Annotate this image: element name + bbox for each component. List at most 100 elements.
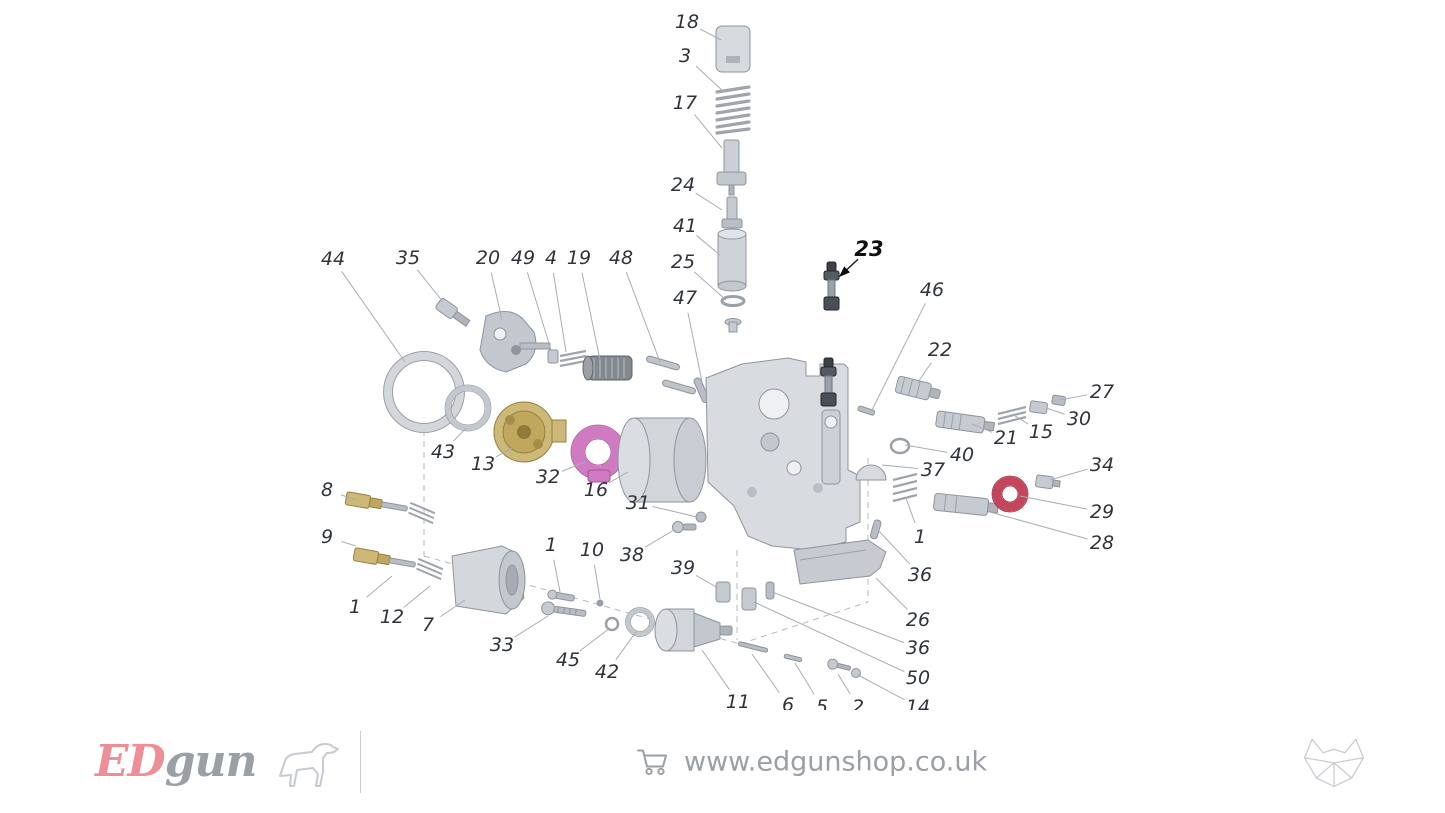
construction-lines xyxy=(423,430,869,645)
callout-leader xyxy=(615,631,637,661)
part-5-pin xyxy=(783,653,803,663)
callout-label: 1 xyxy=(914,526,926,548)
callout-11: 11 xyxy=(701,649,750,710)
callout-leader xyxy=(700,28,722,41)
callout-leader xyxy=(971,423,993,433)
part-11-probe xyxy=(654,608,733,652)
callout-label: 1 xyxy=(545,534,557,556)
part-18-cap xyxy=(715,25,751,73)
part-42-oring xyxy=(625,607,655,637)
callout-leader xyxy=(838,258,859,277)
shopping-cart-icon xyxy=(637,749,667,776)
callout-leader xyxy=(871,303,926,411)
part-35-screw xyxy=(435,298,471,327)
callout-9: 9 xyxy=(321,526,357,548)
callout-3: 3 xyxy=(679,45,725,93)
callout-17: 17 xyxy=(673,92,723,149)
callout-label: 47 xyxy=(673,287,697,309)
callout-label: 36 xyxy=(906,637,930,659)
callout-leader xyxy=(771,591,905,644)
callout-label: 12 xyxy=(380,606,404,628)
callout-leader xyxy=(989,511,1088,540)
callout-leader xyxy=(625,271,661,363)
callout-label: 14 xyxy=(906,696,930,710)
part-33-screw xyxy=(541,601,587,617)
callout-label: 25 xyxy=(671,251,695,273)
callout-6: 6 xyxy=(751,653,794,710)
callout-48: 48 xyxy=(609,247,661,363)
part-19-knurled-nut xyxy=(582,355,633,381)
callout-8: 8 xyxy=(321,479,357,501)
callout-label: 20 xyxy=(476,247,500,269)
callout-label: 28 xyxy=(1090,532,1114,554)
part-36-pin-upper xyxy=(869,519,882,540)
part-31-nut xyxy=(695,511,707,523)
callout-leader xyxy=(695,575,719,589)
part-20-bracket xyxy=(479,311,551,373)
part-37-dome-plug xyxy=(855,464,887,481)
callout-leader xyxy=(341,494,357,501)
callout-label: 45 xyxy=(556,649,580,671)
part-49-spacer xyxy=(547,349,559,364)
callout-label: 50 xyxy=(906,667,930,689)
callout-20: 20 xyxy=(476,247,503,321)
part-receiver-block xyxy=(705,357,861,551)
part-15-spring xyxy=(997,405,1027,426)
callout-leader xyxy=(552,272,567,353)
callout-15: 15 xyxy=(1011,413,1053,443)
callout-22: 22 xyxy=(917,339,952,383)
callout-leader xyxy=(341,540,357,547)
footer-url-group: www.edgunshop.co.uk xyxy=(636,746,987,777)
callout-leader xyxy=(453,427,467,442)
callout-leader xyxy=(495,447,513,458)
callout-29: 29 xyxy=(1019,495,1114,523)
callout-label: 19 xyxy=(567,247,591,269)
part-13-hammer xyxy=(493,401,567,463)
callout-label: 33 xyxy=(490,634,514,656)
callout-label: 44 xyxy=(321,248,345,270)
callout-leader xyxy=(490,272,503,321)
callout-label: 18 xyxy=(675,11,699,33)
part-4-spring xyxy=(559,349,587,368)
callout-label: 4 xyxy=(545,247,557,269)
callout-leader xyxy=(904,444,948,453)
callout-leader xyxy=(593,564,601,600)
part-29-red-seal xyxy=(991,475,1029,513)
part-17-valve-stem xyxy=(716,139,747,196)
callout-leader xyxy=(581,272,601,361)
callout-leader xyxy=(753,601,905,673)
part-39-bushings xyxy=(715,581,775,611)
part-40-washer xyxy=(889,437,911,455)
callout-leader xyxy=(1019,495,1088,510)
callout-leader xyxy=(514,615,549,638)
callout-38: 38 xyxy=(620,529,675,566)
callout-leader xyxy=(440,599,466,618)
callout-32: 32 xyxy=(536,461,586,488)
callout-26: 26 xyxy=(875,577,930,631)
callout-label: 5 xyxy=(816,696,828,710)
callout-leader xyxy=(561,461,586,472)
callout-28: 28 xyxy=(989,511,1114,554)
callout-leader xyxy=(905,497,916,524)
callout-27: 27 xyxy=(1059,381,1114,403)
part-23-pin-upper xyxy=(823,261,840,311)
part-26-clip xyxy=(793,539,887,585)
callout-47: 47 xyxy=(673,287,703,383)
part-32-pink-collar xyxy=(570,424,626,483)
callout-label: 34 xyxy=(1090,454,1114,476)
dog-logo-icon xyxy=(279,742,340,787)
callout-50: 50 xyxy=(753,601,930,689)
callout-label: 13 xyxy=(471,453,495,475)
callout-leader xyxy=(553,559,561,593)
part-27-plug xyxy=(1051,394,1067,406)
callout-label: 27 xyxy=(1090,381,1114,403)
callout-label: 39 xyxy=(671,557,695,579)
callout-4: 4 xyxy=(545,247,567,353)
callout-30: 30 xyxy=(1045,407,1091,430)
callout-34: 34 xyxy=(1049,454,1114,481)
callout-1: 1 xyxy=(349,575,393,618)
